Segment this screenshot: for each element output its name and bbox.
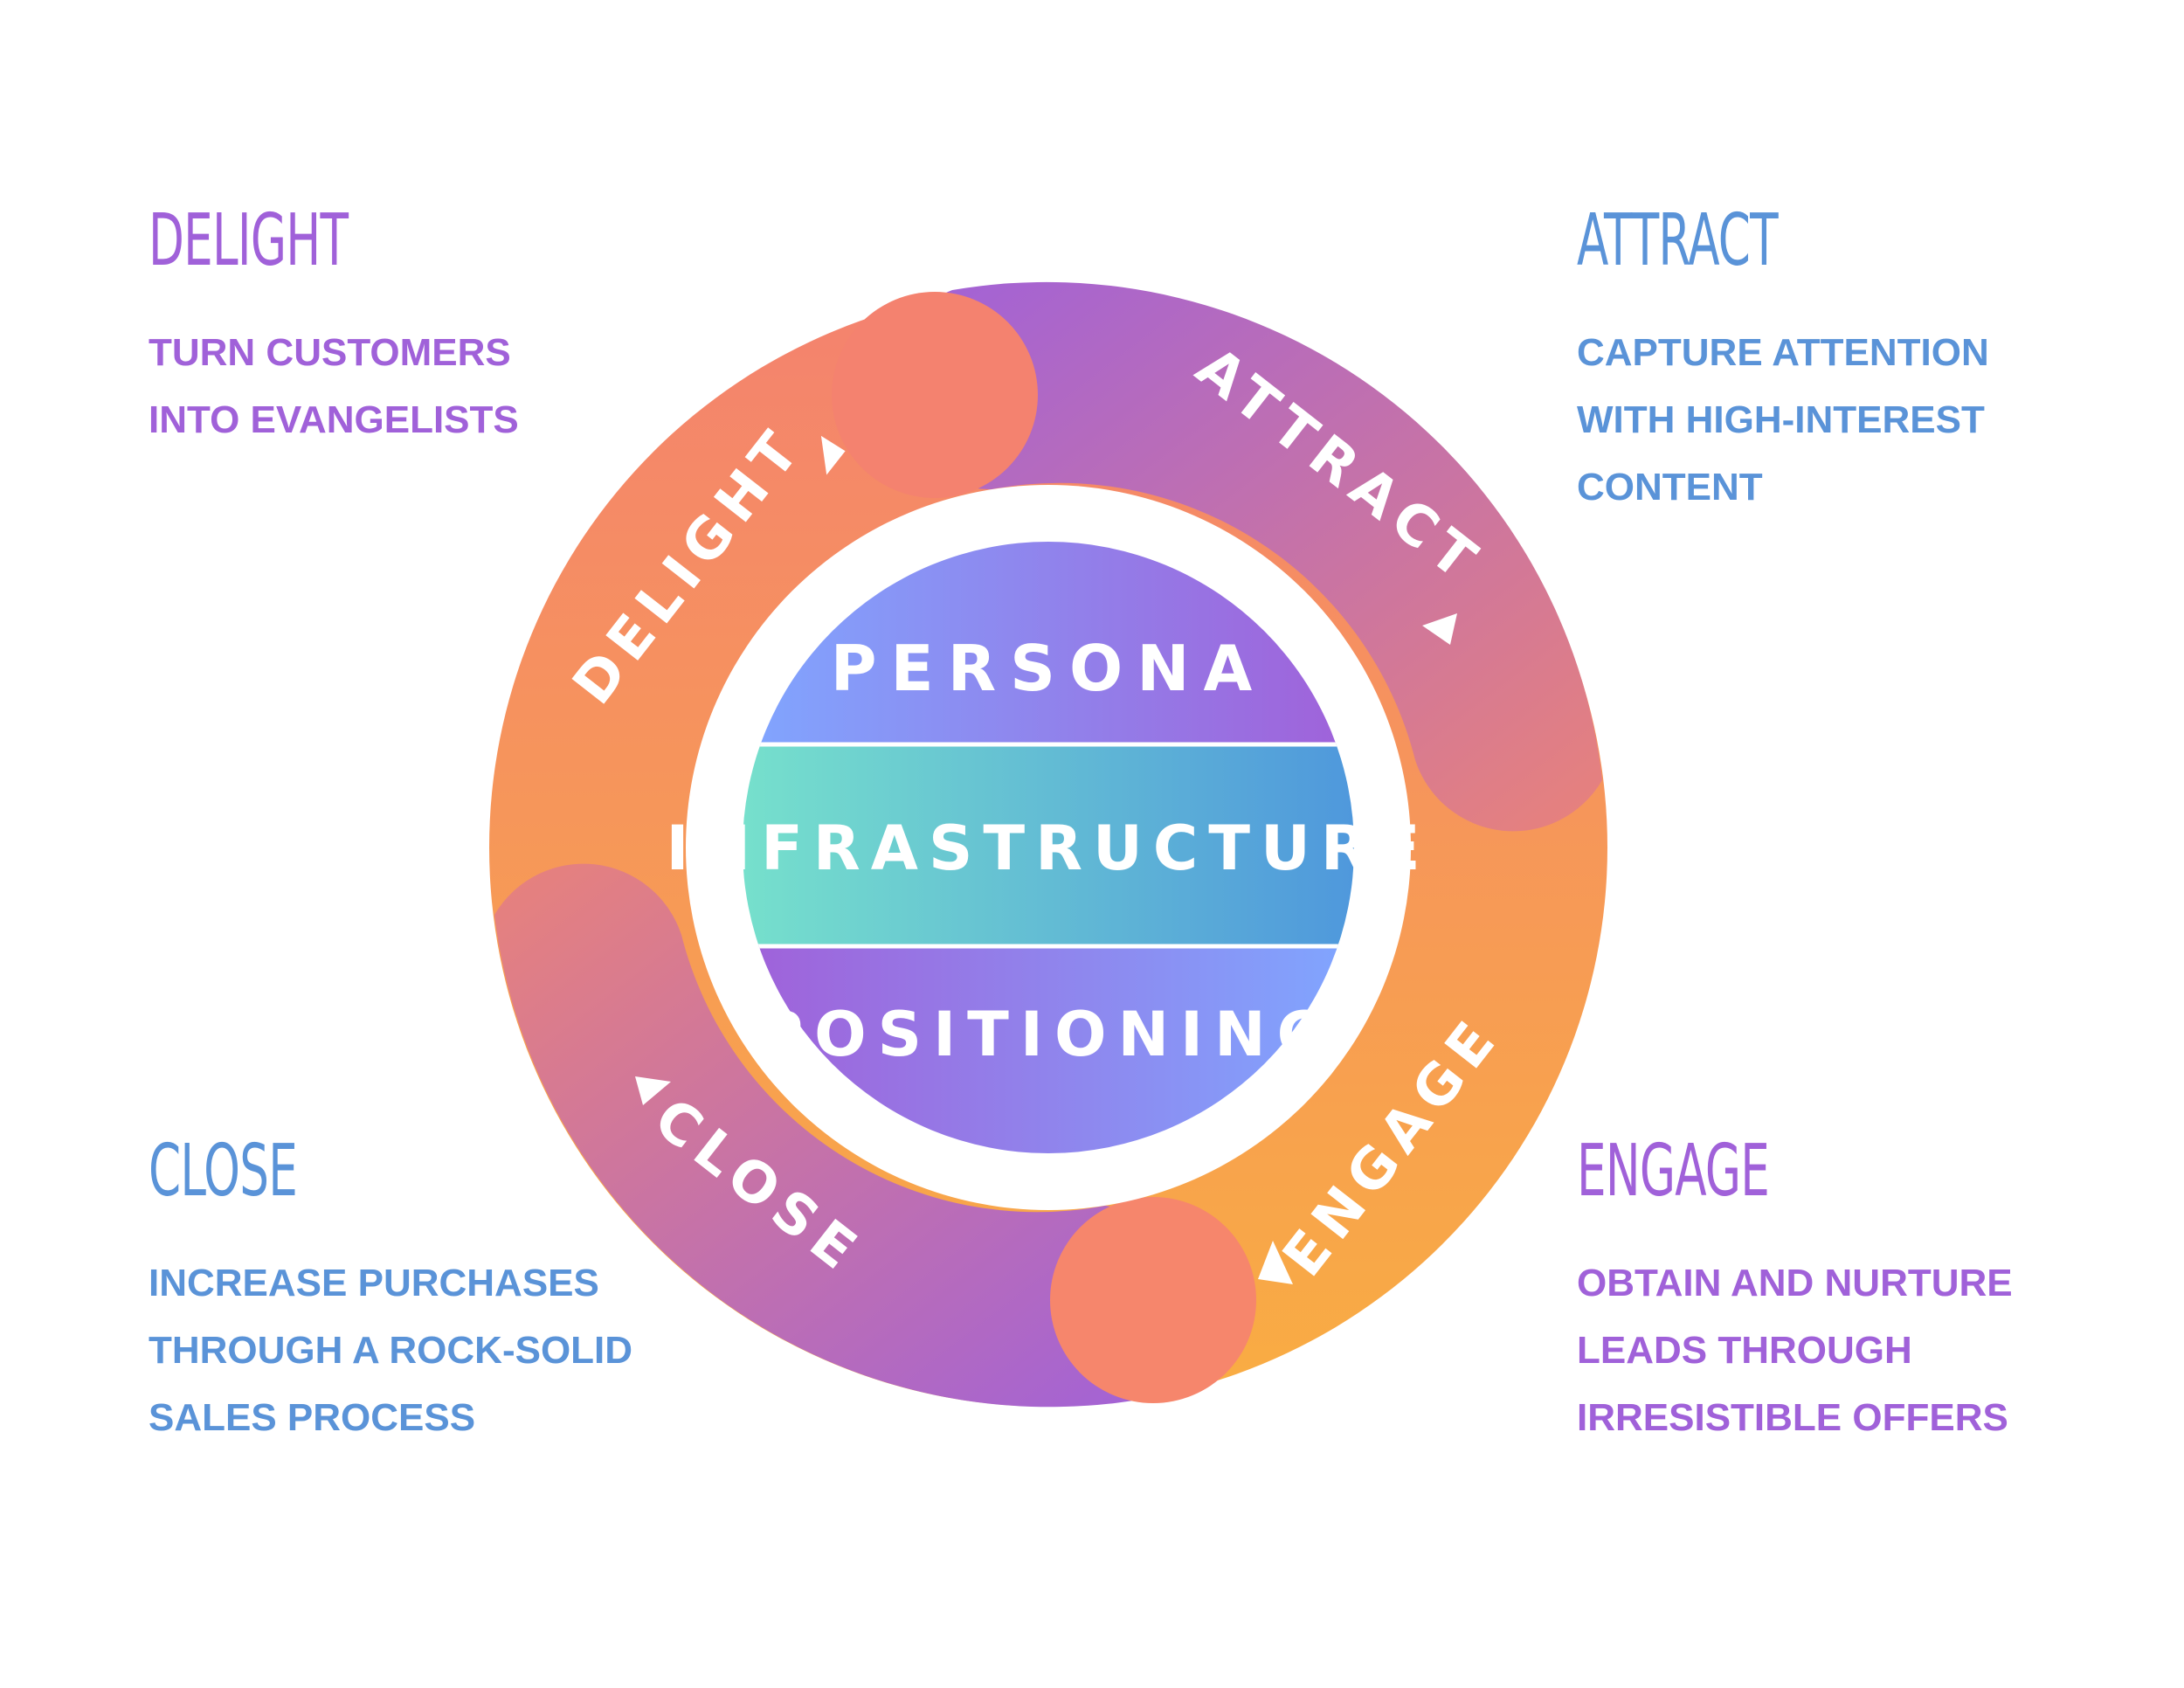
corner-line: WITH HIGH-INTEREST	[1577, 398, 1985, 441]
core-label-infrastructure: INFRASTRUCTURE	[666, 813, 1430, 884]
corner-engage: ENGAGE OBTAIN AND NURTURE LEADS THROUGH …	[1577, 1136, 2013, 1451]
segment-attract	[886, 281, 1602, 832]
corner-line: CAPTURE ATTENTION	[1577, 331, 1989, 374]
corner-line: THROUGH A ROCK-SOLID	[149, 1329, 633, 1372]
corner-desc-close: INCREASE PURCHASES THROUGH A ROCK-SOLID …	[149, 1249, 632, 1451]
corner-line: OBTAIN AND NURTURE	[1577, 1262, 2013, 1304]
corner-close: CLOSE INCREASE PURCHASES THROUGH A ROCK-…	[149, 1136, 632, 1451]
segment-close	[494, 863, 1199, 1408]
corner-desc-attract: CAPTURE ATTENTION WITH HIGH-INTEREST CON…	[1577, 319, 1989, 521]
segment-engage-cap	[1050, 1197, 1256, 1403]
corner-desc-delight: TURN CUSTOMERS INTO EVANGELISTS	[149, 319, 519, 453]
arrow-delight-icon	[820, 435, 846, 475]
corner-line: INCREASE PURCHASES	[149, 1262, 599, 1304]
corner-heading-attract: ATTRACT	[1577, 199, 1779, 282]
arrow-engage-icon	[1258, 1241, 1293, 1284]
corner-heading-engage: ENGAGE	[1577, 1130, 1770, 1213]
core-label-positioning: POSITIONING	[758, 999, 1338, 1070]
arrow-close-icon	[635, 1076, 671, 1105]
core-band-infrastructure	[743, 744, 1354, 945]
segment-delight-cap	[832, 292, 1038, 498]
core-label-persona: PERSONA	[831, 632, 1266, 705]
corner-line: IRRESISTIBLE OFFERS	[1577, 1396, 2008, 1439]
corner-attract: ATTRACT CAPTURE ATTENTION WITH HIGH-INTE…	[1577, 205, 1989, 521]
corner-line: TURN CUSTOMERS	[149, 331, 511, 374]
corner-heading-delight: DELIGHT	[149, 199, 349, 282]
corner-desc-engage: OBTAIN AND NURTURE LEADS THROUGH IRRESIS…	[1577, 1249, 2013, 1451]
corner-delight: DELIGHT TURN CUSTOMERS INTO EVANGELISTS	[149, 205, 519, 453]
corner-line: SALES PROCESS	[149, 1396, 476, 1439]
corner-line: CONTENT	[1577, 466, 1763, 508]
corner-heading-close: CLOSE	[149, 1130, 298, 1213]
corner-line: LEADS THROUGH	[1577, 1329, 1912, 1372]
corner-line: INTO EVANGELISTS	[149, 398, 519, 441]
arrow-attract-icon	[1422, 613, 1457, 645]
